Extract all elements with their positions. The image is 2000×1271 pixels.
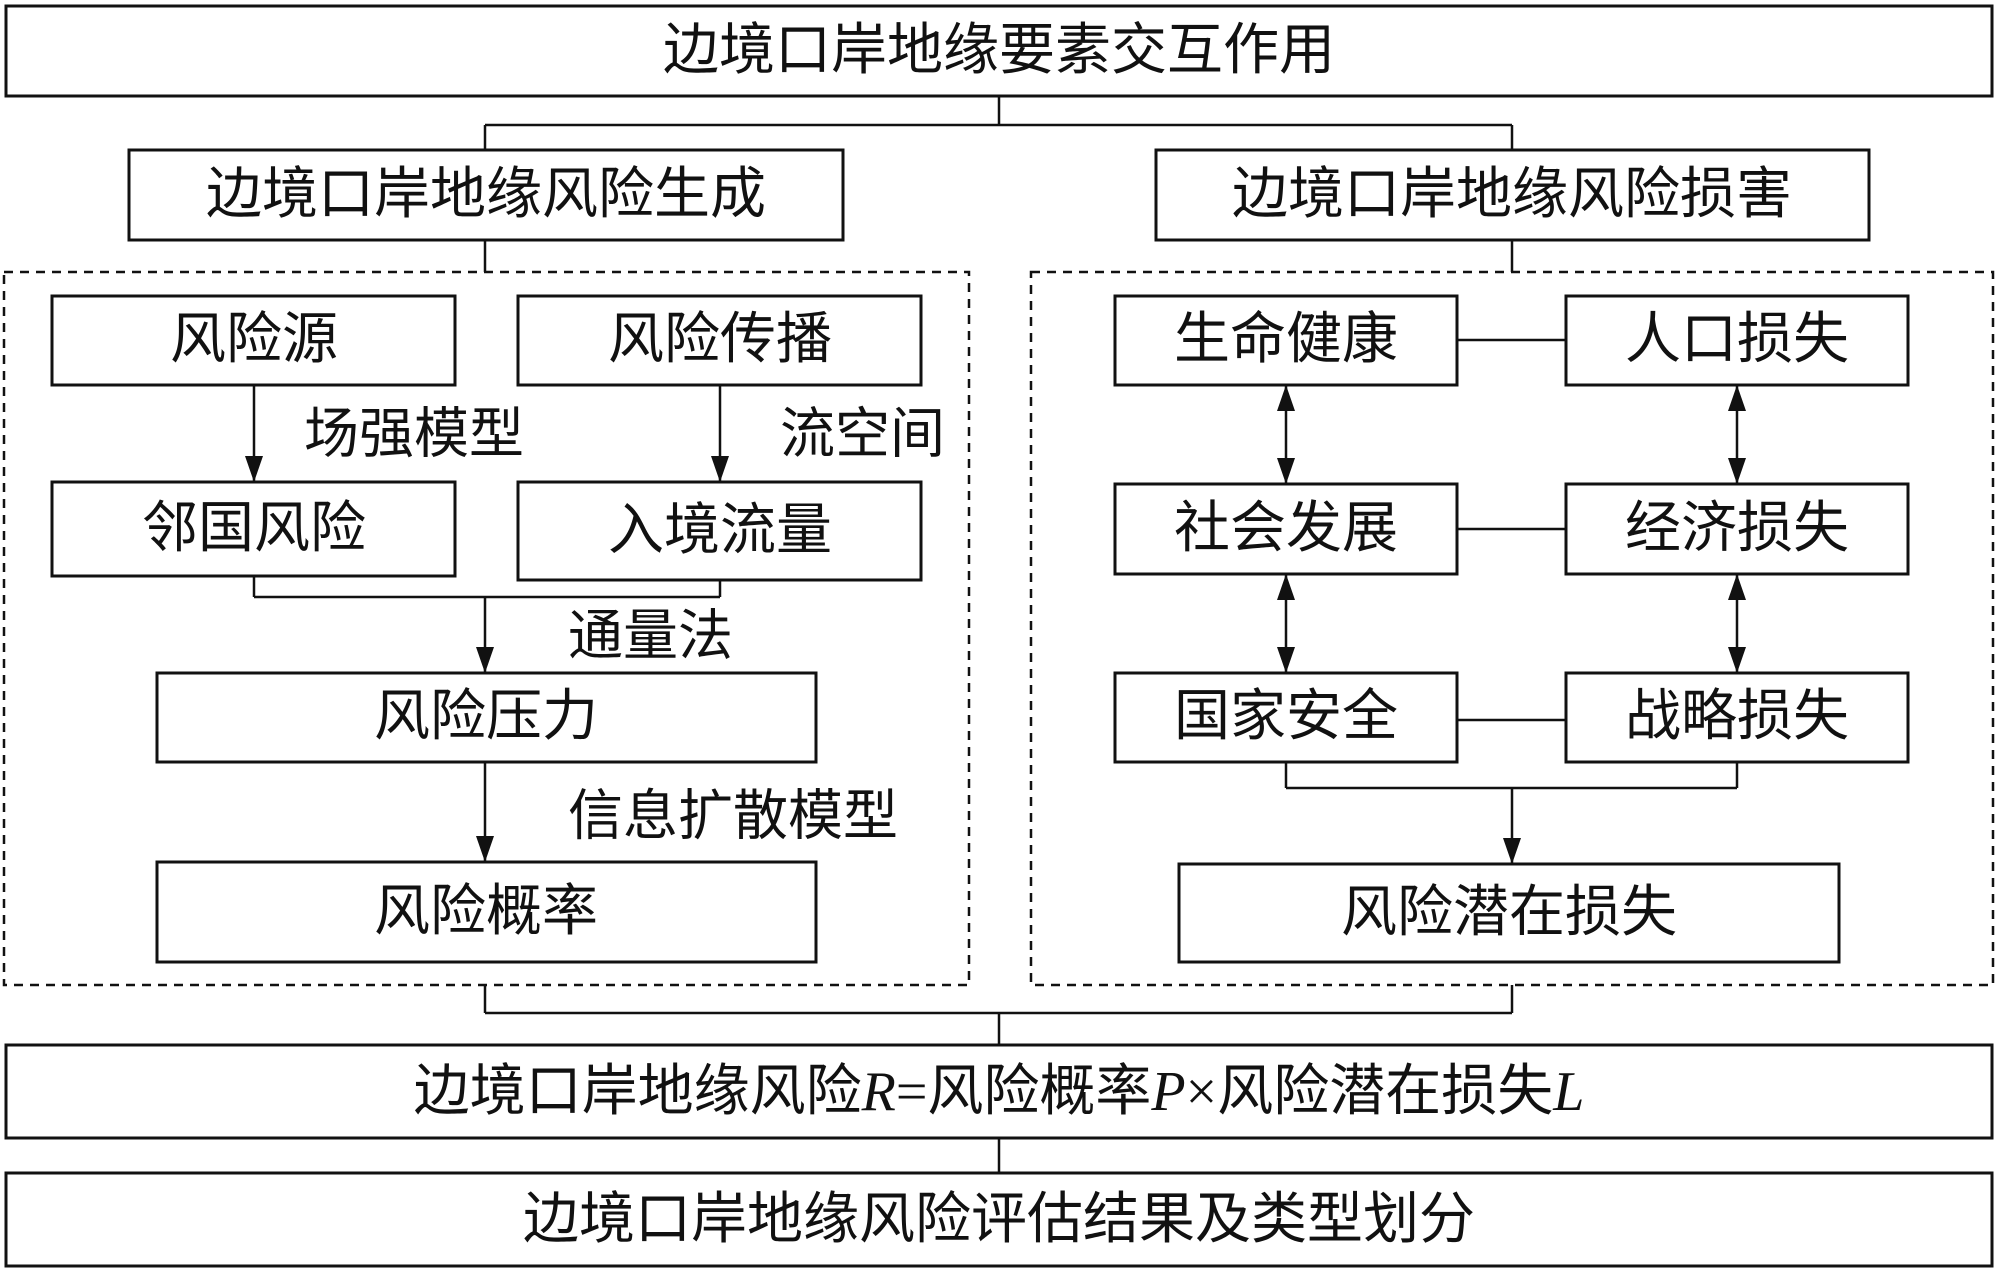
- flow-space-label: 流空间: [780, 404, 945, 465]
- risk-pressure-box: [155, 671, 818, 764]
- formula-prefix: 边境口岸地缘风险: [414, 1061, 862, 1123]
- national-security-label: 国家安全: [1174, 686, 1398, 748]
- neighbor-risk-label: 邻国风险: [142, 498, 366, 560]
- risk-source-label: 风险源: [170, 309, 338, 371]
- result-box: [4, 1171, 1994, 1268]
- field-strength-model-label: 场强模型: [304, 404, 524, 465]
- generation-header-label: 边境口岸地缘风险生成: [206, 164, 766, 226]
- neighbor-risk-box: [50, 480, 457, 578]
- potential-loss-box: [1177, 862, 1841, 964]
- risk-source-box: [50, 294, 457, 387]
- strategic-loss-label: 战略损失: [1625, 686, 1849, 748]
- formula-symbol-r: R: [861, 1061, 896, 1123]
- risk-probability-box: [155, 860, 818, 964]
- formula-symbol-p: P: [1150, 1061, 1185, 1123]
- economic-loss-box: [1564, 482, 1910, 576]
- formula-symbol-l: L: [1552, 1061, 1584, 1123]
- risk-pressure-label: 风险压力: [374, 686, 598, 748]
- population-loss-label: 人口损失: [1625, 309, 1849, 371]
- national-security-box: [1113, 671, 1459, 764]
- life-health-label: 生命健康: [1174, 309, 1398, 371]
- inbound-flow-label: 入境流量: [608, 500, 832, 562]
- generation-panel: [2, 270, 971, 987]
- social-development-box: [1113, 482, 1459, 576]
- damage-panel: [1029, 270, 1995, 987]
- damage-header-box: [1154, 148, 1871, 242]
- interaction-label: 边境口岸地缘要素交互作用: [663, 20, 1335, 82]
- risk-probability-label: 风险概率: [374, 881, 598, 943]
- formula-equals-probability: =风险概率: [896, 1061, 1152, 1123]
- information-diffusion-model-label: 信息扩散模型: [568, 786, 898, 847]
- interaction-box: [4, 4, 1994, 98]
- strategic-loss-box: [1564, 671, 1910, 764]
- inbound-flow-box: [516, 480, 923, 582]
- damage-header-label: 边境口岸地缘风险损害: [1232, 164, 1792, 226]
- population-loss-box: [1564, 294, 1910, 387]
- formula-box: [4, 1043, 1994, 1140]
- social-development-label: 社会发展: [1174, 498, 1398, 560]
- flux-method-label: 通量法: [568, 606, 733, 667]
- potential-loss-label: 风险潜在损失: [1341, 882, 1677, 944]
- formula-times-loss: ×风险潜在损失: [1186, 1061, 1554, 1123]
- risk-propagation-box: [516, 294, 923, 387]
- risk-propagation-label: 风险传播: [608, 309, 832, 371]
- economic-loss-label: 经济损失: [1625, 498, 1849, 560]
- result-label: 边境口岸地缘风险评估结果及类型划分: [523, 1189, 1475, 1251]
- formula-label: 边境口岸地缘风险R=风险概率P×风险潜在损失L: [414, 1061, 1585, 1123]
